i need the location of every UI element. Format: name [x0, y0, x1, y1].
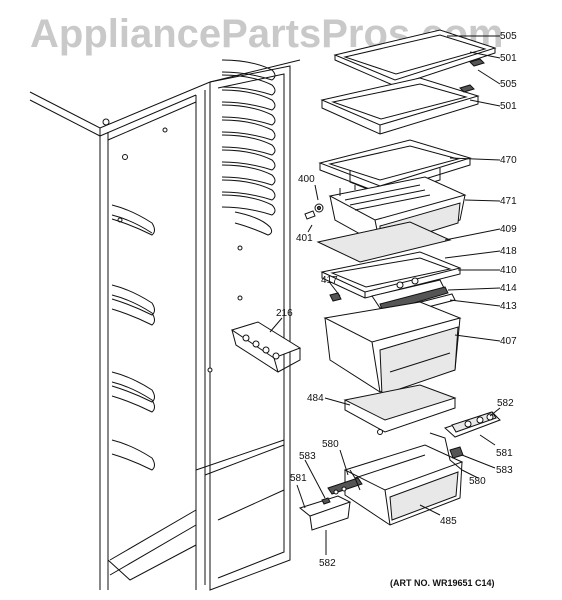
part-label-485: 485	[440, 516, 457, 527]
cover-484	[343, 384, 457, 435]
part-label-582-bottom: 582	[319, 558, 336, 569]
shelf-501-top	[333, 29, 497, 87]
part-label-581-right: 581	[496, 448, 513, 459]
part-label-505-top: 505	[500, 31, 517, 42]
part-label-582-right: 582	[497, 398, 514, 409]
part-label-418: 418	[500, 246, 517, 257]
part-label-501-mid: 501	[500, 101, 517, 112]
part-label-583-left: 583	[299, 451, 316, 462]
clip-400	[304, 203, 324, 220]
part-label-410: 410	[500, 265, 517, 276]
humidity-control-right-582	[429, 411, 501, 471]
part-label-581-left: 581	[290, 473, 307, 484]
leader-lines	[269, 35, 501, 555]
part-label-470: 470	[500, 155, 517, 166]
part-label-417: 417	[321, 275, 338, 286]
part-label-583-right: 583	[496, 465, 513, 476]
part-number-labels: 505 501 505 501 470 471 400 401 409 418 …	[276, 31, 517, 569]
part-label-407: 407	[500, 336, 517, 347]
egg-bin-216	[230, 321, 302, 373]
drawer-407	[323, 301, 462, 396]
part-label-471: 471	[500, 196, 517, 207]
cabinet-outline	[29, 59, 301, 591]
part-label-580-top: 580	[322, 439, 339, 450]
part-label-400: 400	[298, 174, 315, 185]
part-label-501-top: 501	[500, 53, 517, 64]
shelf-501-middle	[320, 77, 480, 135]
divider-shelf-slides	[221, 59, 276, 236]
humidity-control-left-582	[298, 469, 363, 531]
part-label-580-right: 580	[469, 476, 486, 487]
part-label-505-mid: 505	[500, 79, 517, 90]
part-label-401: 401	[296, 233, 313, 244]
left-wall-shelf-rails	[111, 204, 155, 471]
art-number: (ART NO. WR19651 C14)	[390, 578, 495, 588]
part-label-216: 216	[276, 308, 293, 319]
part-label-484: 484	[307, 393, 324, 404]
part-label-413: 413	[500, 301, 517, 312]
drawer-485	[343, 444, 464, 526]
part-label-414: 414	[500, 283, 517, 294]
part-label-409: 409	[500, 224, 517, 235]
glass-409	[316, 221, 452, 263]
